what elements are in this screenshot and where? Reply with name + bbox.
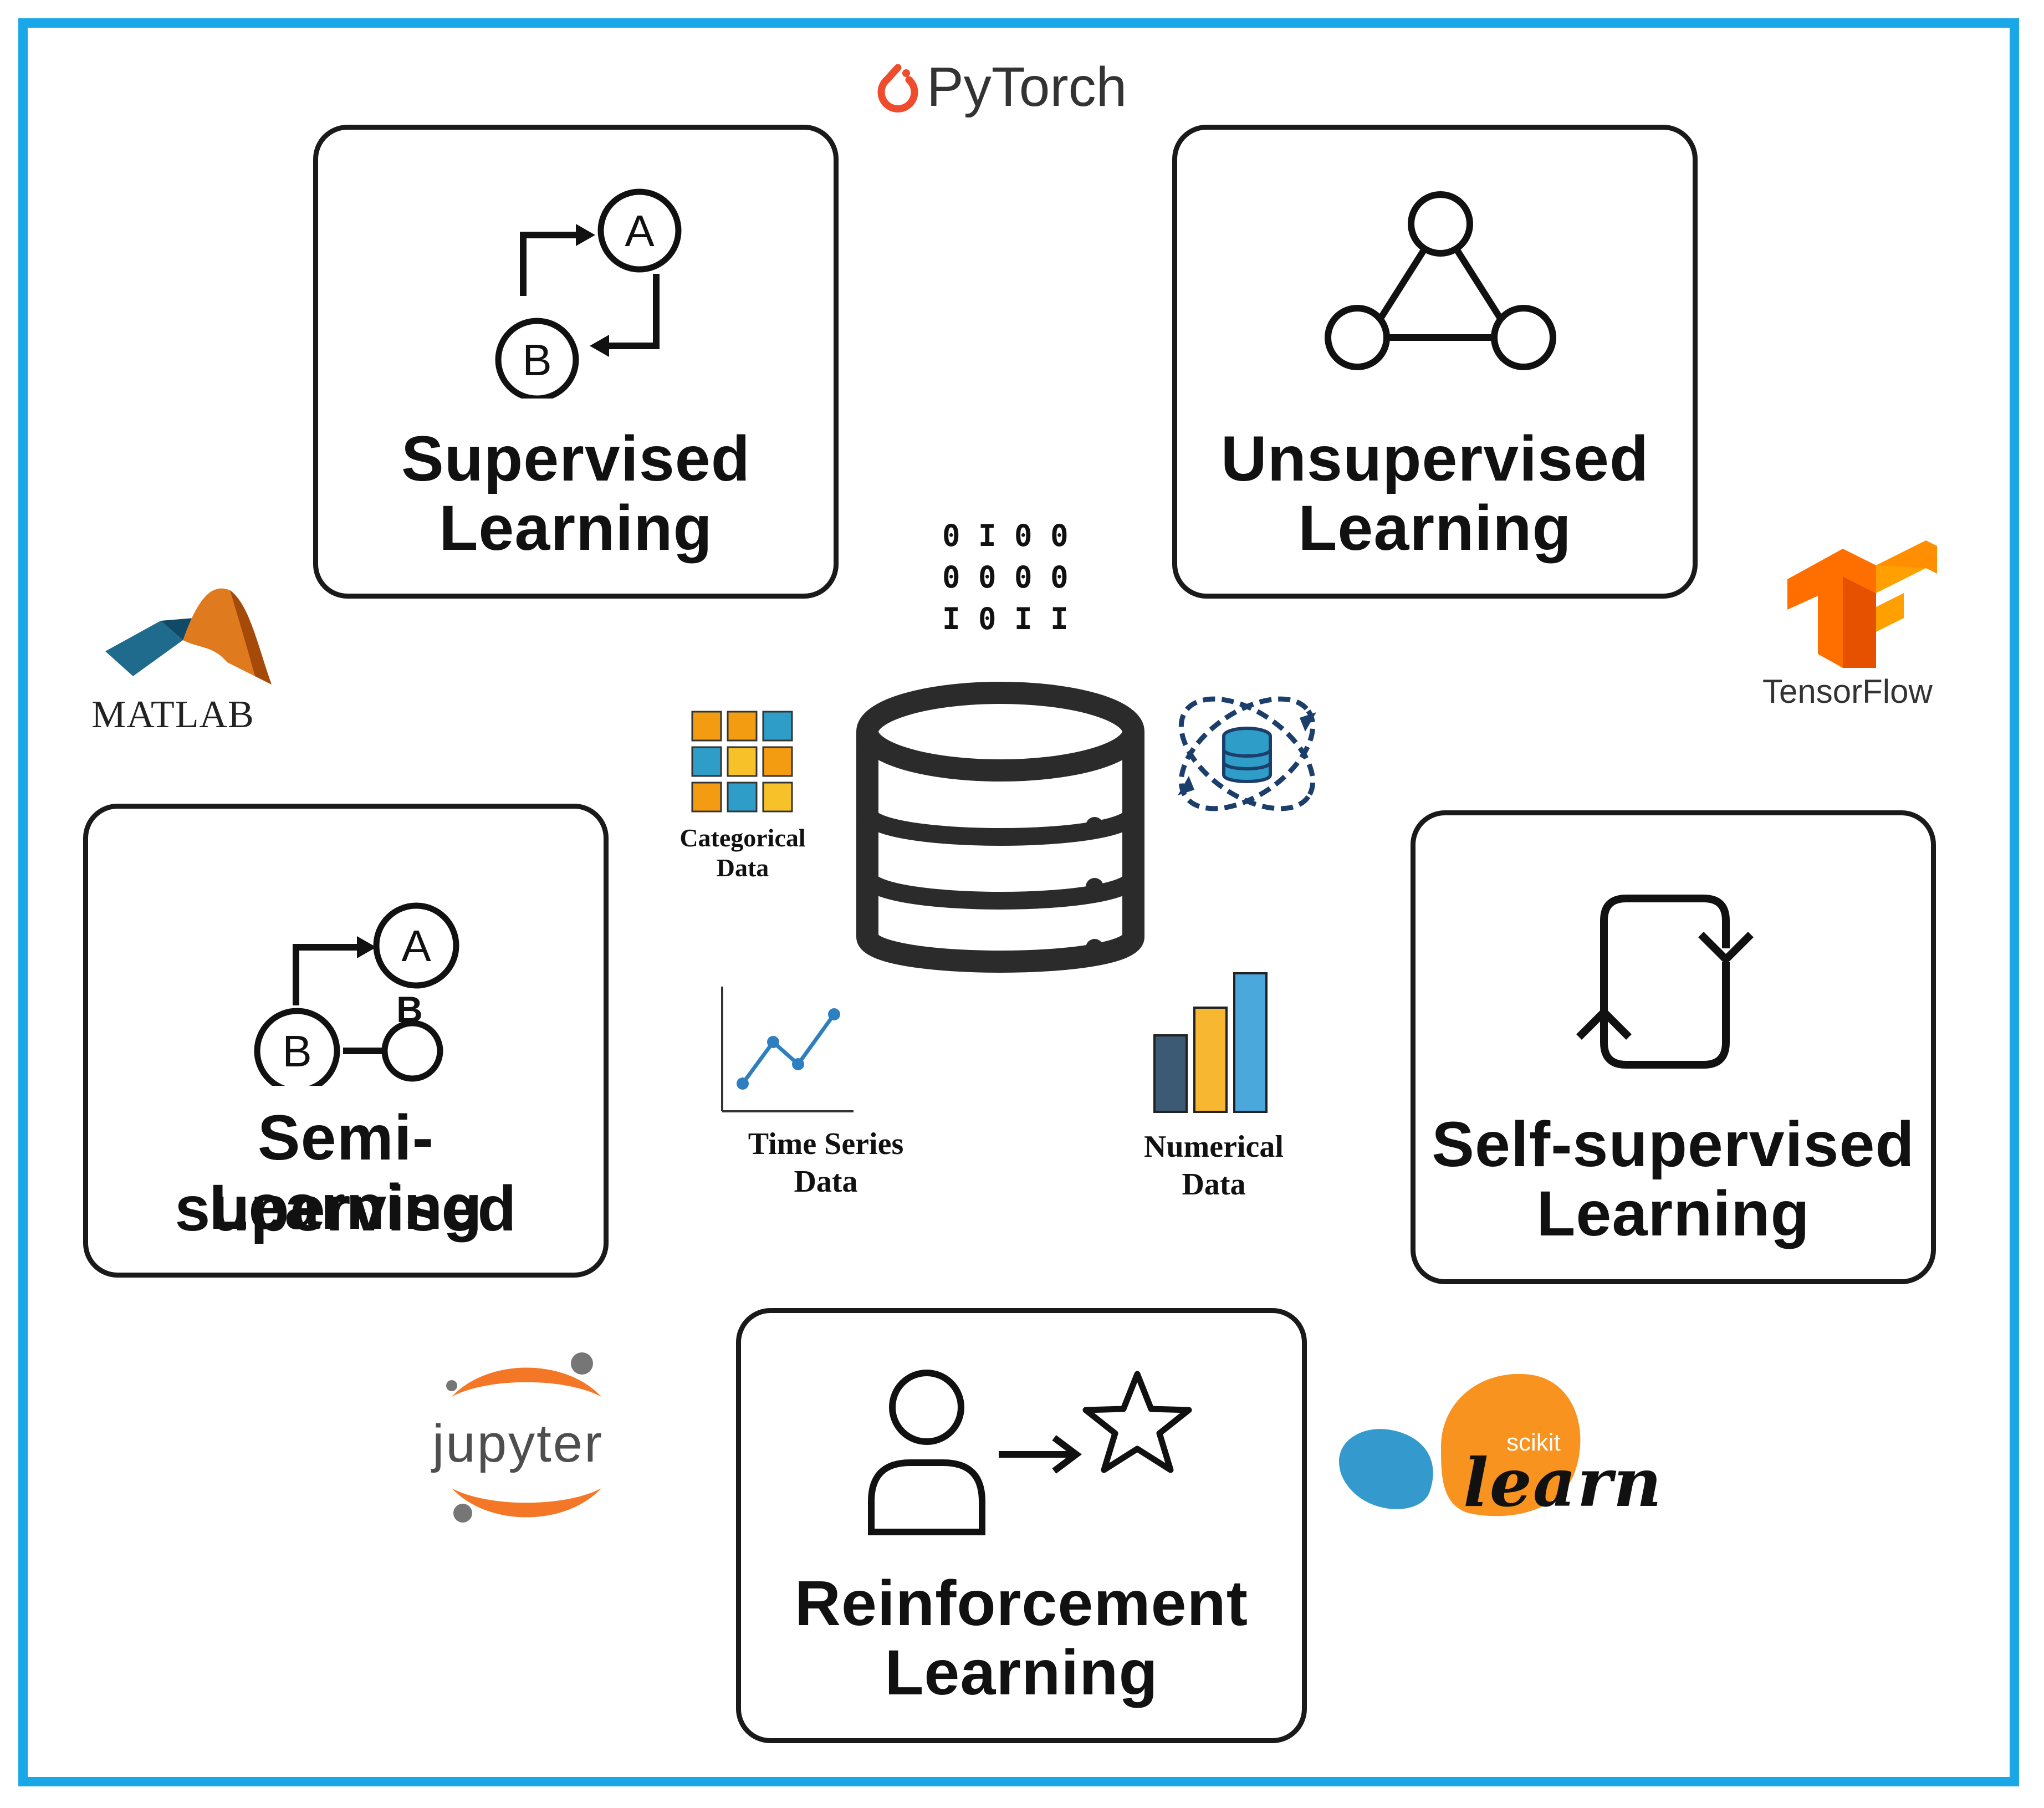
time-series-line2: Data <box>794 1165 858 1199</box>
categorical-data-caption: Categorical Data <box>660 823 826 883</box>
categorical-line2: Data <box>716 854 769 882</box>
card-title-line1: Semi-supervised <box>175 1102 517 1244</box>
jupyter-wordmark: jupyter <box>432 1414 604 1473</box>
time-series-chart-icon <box>721 987 854 1112</box>
numerical-line1: Numerical <box>1144 1130 1284 1164</box>
node-a-label: A <box>625 206 655 256</box>
card-unsupervised-learning: Unsupervised Learning <box>1172 125 1698 599</box>
triangle-network-icon <box>1325 191 1556 370</box>
card-title-line1: Self-supervised <box>1432 1109 1915 1180</box>
learn-wordmark: learn <box>1463 1444 1663 1522</box>
card-self-supervised-learning: Self-supervised Learning <box>1411 810 1936 1284</box>
card-title-line2: Learning <box>885 1637 1158 1708</box>
jupyter-logo: jupyter <box>427 1347 637 1535</box>
matlab-logo: MATLAB <box>89 579 288 745</box>
numerical-bar-icon <box>1153 972 1268 1113</box>
time-series-data-caption: Time Series Data <box>720 1125 931 1201</box>
node-b-label: B <box>282 1026 311 1076</box>
diagram-frame <box>18 18 2019 1786</box>
node-b-label: B <box>522 335 551 385</box>
card-supervised-learning: A B Supervised Learning <box>313 125 839 599</box>
jupyter-orbit-icon <box>446 1352 601 1523</box>
pytorch-wordmark: PyTorch <box>927 56 1127 118</box>
loop-arrows-icon <box>1576 895 1754 1069</box>
database-icon <box>856 682 1144 973</box>
scikit-small-wordmark: scikit <box>1506 1429 1561 1456</box>
time-series-line1: Time Series <box>748 1127 904 1161</box>
tensorflow-logo: TensorFlow <box>1757 540 1979 718</box>
pytorch-logo: PyTorch <box>876 55 1131 127</box>
binary-row-2: 0 0 0 0 <box>942 560 1069 595</box>
card-reinforcement-learning: Reinforcement Learning <box>736 1308 1307 1743</box>
numerical-data-caption: Numerical Data <box>1120 1128 1308 1203</box>
categorical-line1: Categorical <box>679 824 806 852</box>
categorical-grid-icon <box>691 711 793 813</box>
binary-row-1: 0 I 0 0 <box>942 518 1069 553</box>
node-a-label: A <box>401 921 431 971</box>
semi-supervised-graph-icon: A B B <box>254 902 459 1086</box>
tensorflow-wordmark: TensorFlow <box>1762 673 1933 710</box>
matlab-membrane-icon <box>105 588 272 685</box>
pytorch-flame-icon <box>877 64 918 113</box>
tensorflow-mark-icon <box>1787 540 1937 668</box>
card-title-line2: Learning <box>1298 493 1572 564</box>
supervised-cycle-icon: A B <box>495 188 682 399</box>
card-semi-supervised-learning: A B B Semi-supervised Learning <box>83 804 609 1278</box>
matlab-wordmark: MATLAB <box>91 693 254 736</box>
card-title-line1: Supervised <box>401 423 750 494</box>
card-title-line2: Learning <box>209 1172 483 1243</box>
scikit-learn-logo: scikit learn <box>1330 1363 1662 1530</box>
numerical-line2: Data <box>1182 1167 1246 1202</box>
scikit-learn-blobs-icon <box>1339 1373 1581 1516</box>
card-title-line1: Unsupervised <box>1220 423 1649 494</box>
data-orbit-icon <box>1178 696 1316 811</box>
card-title-line2: Learning <box>439 493 713 564</box>
agent-reward-icon <box>868 1370 1192 1535</box>
card-title-line2: Learning <box>1536 1178 1810 1249</box>
binary-row-3: I 0 I I <box>942 601 1069 636</box>
card-title-line1: Reinforcement <box>794 1568 1249 1639</box>
